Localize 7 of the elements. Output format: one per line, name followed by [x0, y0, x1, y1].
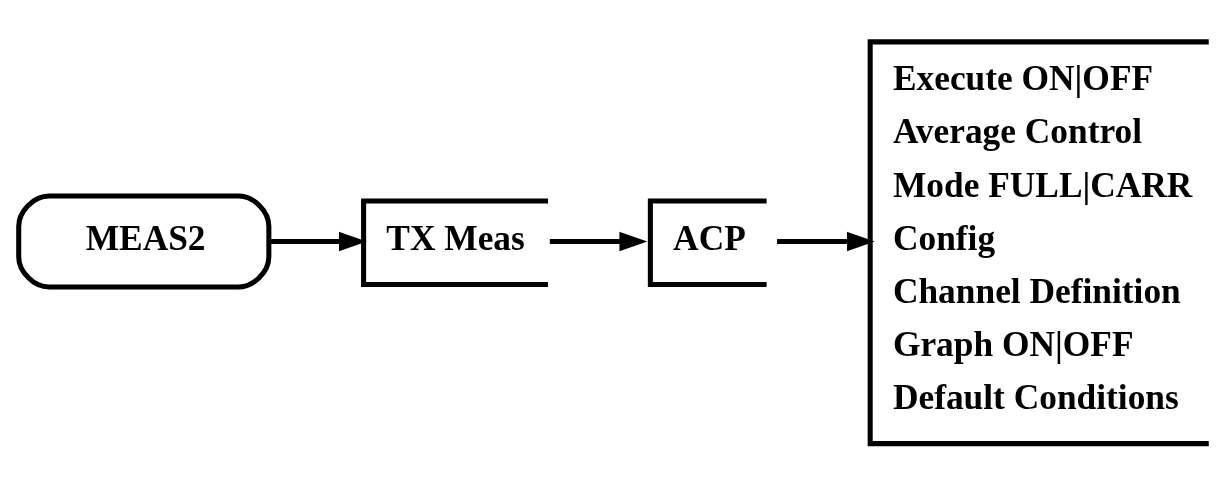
node-text: Execute ON|OFF Average Control Mode FULL|CARR Config Channel Definition Graph ON|OFF Default Conditions — [892, 58, 1193, 417]
node-text: TX Meas — [386, 217, 525, 258]
arrow — [777, 231, 875, 252]
node-box: MEAS2 — [16, 193, 272, 290]
arrow — [269, 231, 367, 252]
arrow — [549, 231, 648, 252]
node-text: ACP — [673, 217, 746, 258]
